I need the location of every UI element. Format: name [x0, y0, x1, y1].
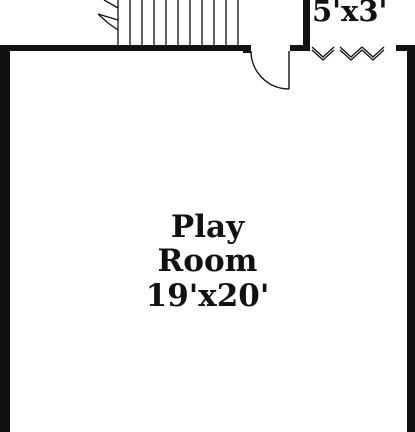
room-dimensions: 19'x20'	[145, 278, 270, 314]
left-wall	[0, 46, 10, 432]
swing-door	[250, 50, 290, 90]
top-wall-left	[0, 45, 249, 51]
closet-left-wall	[303, 0, 310, 51]
closet-dimensions: 5'x3'	[312, 0, 388, 28]
room-name-line2: Room	[157, 243, 258, 279]
closet-right-jamb	[396, 45, 415, 51]
room-name-line1: Play	[170, 209, 245, 245]
right-wall	[407, 46, 415, 432]
stairs	[97, 0, 239, 45]
bifold-doors	[311, 46, 385, 61]
top-wall-mid	[290, 45, 310, 51]
door-jamb-left	[243, 45, 251, 53]
